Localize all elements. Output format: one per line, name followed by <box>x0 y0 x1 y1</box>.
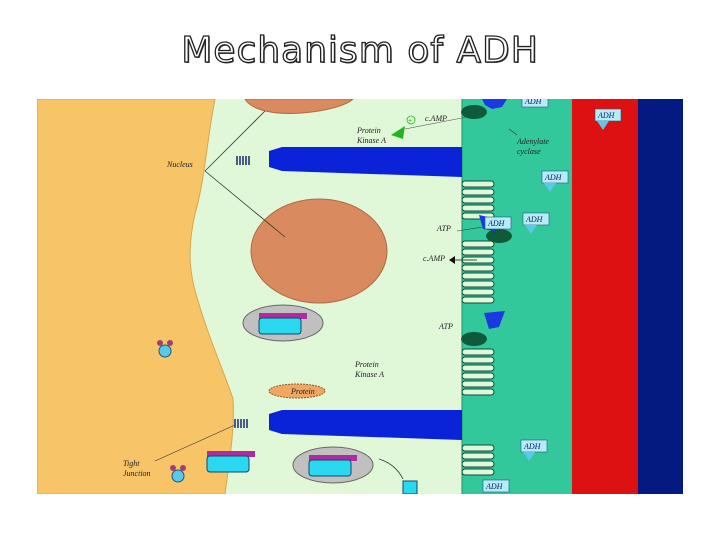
adenylate-cyclase-oval-1 <box>461 105 487 119</box>
adh-token-5: ADH <box>484 216 512 230</box>
receptor-small-upper <box>157 340 173 358</box>
blood-red-band <box>572 99 638 494</box>
label-adenylate-cyclase-1: Adenylate <box>516 137 549 146</box>
label-protein-kinase-a-lower-1: Protein <box>354 360 379 369</box>
nucleus-main <box>250 198 388 304</box>
label-atp-upper: ATP <box>436 224 451 233</box>
adh-token-1: ADH <box>521 99 549 108</box>
adh-token-3: ADH <box>541 170 569 192</box>
junction-comb-lower <box>234 419 248 428</box>
label-nucleus: Nucleus <box>166 160 193 169</box>
svg-text:ADH: ADH <box>485 482 504 491</box>
receptor-cup-1 <box>482 99 507 109</box>
adenylate-cyclase-oval-2 <box>486 229 512 243</box>
label-camp-top: c.AMP <box>425 114 447 123</box>
protein-blob <box>268 383 326 399</box>
label-atp-lower: ATP <box>438 322 453 331</box>
adh-token-4: ADH <box>522 212 550 234</box>
label-tight-junction-2: Junction <box>123 469 151 478</box>
blood-navy-band <box>638 99 683 494</box>
receptor-cup-3 <box>484 311 505 329</box>
interstitial-tissue <box>37 99 234 494</box>
label-protein-kinase-a-lower-2: Kinase A <box>354 370 384 379</box>
aquaporin-bottom <box>402 480 418 494</box>
nucleus-upper <box>244 99 354 114</box>
label-tight-junction-1: Tight <box>123 459 140 468</box>
label-protein-kinase-a-2: Kinase A <box>356 136 386 145</box>
adh-token-6: ADH <box>520 439 548 461</box>
label-protein-kinase-a-1: Protein <box>356 126 381 135</box>
svg-text:ADH: ADH <box>525 215 544 224</box>
svg-text:ADH: ADH <box>544 173 563 182</box>
adh-token-7: ADH <box>482 479 510 493</box>
svg-text:ADH: ADH <box>487 219 506 228</box>
adh-mechanism-diagram: + ADH ADH ADH ADH ADH ADH ADH Nucleus Pr… <box>37 99 683 494</box>
receptor-small-lower <box>170 465 186 483</box>
junction-comb-upper <box>236 156 250 165</box>
kinase-a-triangle <box>391 126 405 139</box>
adh-token-2: ADH <box>594 108 622 130</box>
plus-sign: + <box>408 118 412 125</box>
blue-channel-upper <box>269 147 462 177</box>
svg-text:ADH: ADH <box>523 442 542 451</box>
label-protein: Protein <box>290 387 315 396</box>
label-adenylate-cyclase-2: cyclase <box>517 147 541 156</box>
svg-text:ADH: ADH <box>597 111 616 120</box>
slide-title: Mechanism of ADH <box>181 29 539 71</box>
blue-channel-lower <box>269 410 462 440</box>
svg-text:ADH: ADH <box>524 99 543 106</box>
aquaporin-free <box>207 451 255 457</box>
label-camp-middle: c.AMP <box>423 254 445 263</box>
membrane-projections <box>461 180 495 476</box>
adenylate-cyclase-oval-3 <box>461 332 487 346</box>
